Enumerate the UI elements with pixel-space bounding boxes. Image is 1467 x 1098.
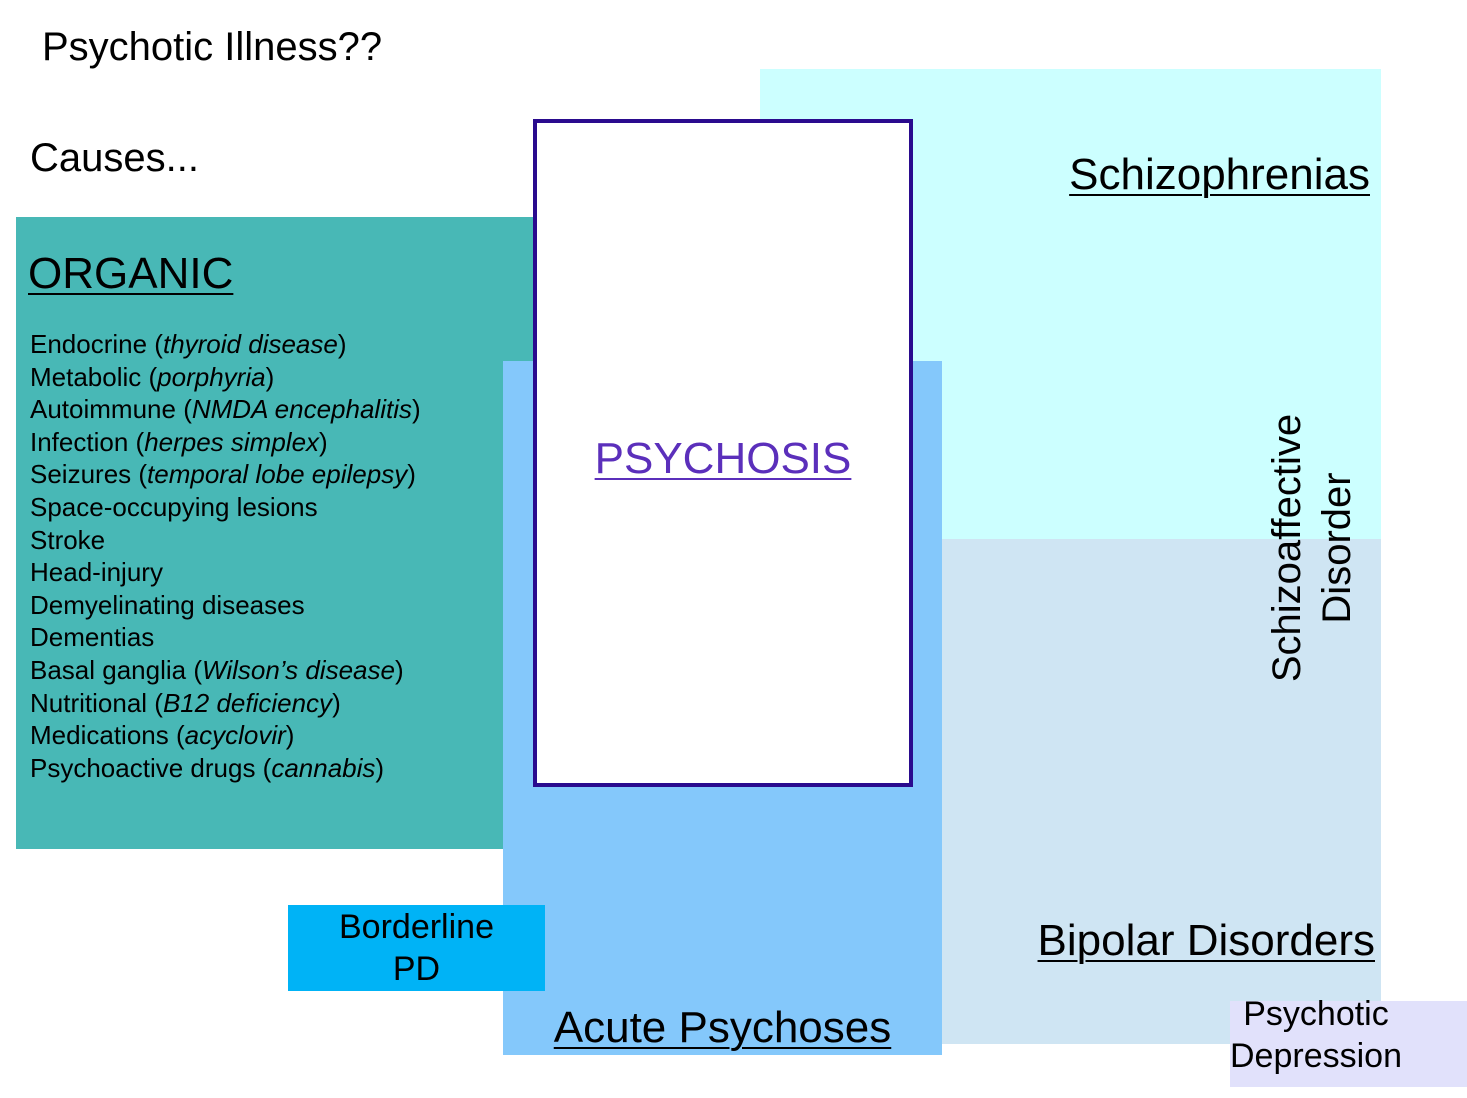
psychosis-label: PSYCHOSIS — [594, 434, 852, 483]
organic-cause-name: Autoimmune — [30, 394, 176, 425]
organic-cause-example: cannabis — [271, 752, 376, 783]
organic-cause-example: acyclovir — [184, 720, 286, 751]
schizoaffective-line1: Schizoaffective — [1265, 413, 1309, 683]
acute-psychoses-label: Acute Psychoses — [553, 1003, 892, 1052]
organic-cause-name: Dementias — [30, 622, 155, 653]
causes-label: Causes... — [30, 136, 199, 180]
organic-cause-name: Head-injury — [30, 557, 163, 588]
organic-cause-name: Infection — [30, 426, 129, 457]
acute-psychoses-label-wrap: Acute Psychoses — [503, 1003, 942, 1053]
psychotic-depression-label: Psychotic Depression — [1200, 993, 1432, 1077]
organic-cause-example: NMDA encephalitis — [191, 394, 412, 425]
organic-cause-example: Wilson’s disease — [202, 654, 395, 685]
organic-cause-example: temporal lobe epilepsy — [147, 459, 408, 490]
organic-causes-list: Endocrine (thyroid disease)Metabolic (po… — [30, 328, 421, 784]
organic-cause-item: Medications (acyclovir) — [30, 720, 295, 751]
organic-cause-example: thyroid disease — [162, 329, 338, 359]
organic-cause-item: Stroke — [30, 524, 421, 557]
organic-cause-example: B12 deficiency — [162, 687, 333, 718]
organic-cause-item: Endocrine (thyroid disease) — [30, 329, 347, 359]
bipolar-label: Bipolar Disorders — [1037, 916, 1375, 965]
schizoaffective-line2: Disorder — [1315, 472, 1359, 624]
borderline-line1: Borderline — [339, 908, 494, 946]
organic-cause-item: Seizures (temporal lobe epilepsy) — [30, 459, 416, 490]
organic-heading: ORGANIC — [28, 249, 234, 298]
bipolar-region — [942, 539, 1381, 1044]
organic-cause-name: Basal ganglia — [30, 654, 187, 685]
organic-cause-name: Medications — [30, 720, 169, 751]
organic-cause-example: porphyria — [157, 361, 266, 392]
organic-cause-example: herpes simplex — [144, 426, 320, 457]
page-title: Psychotic Illness?? — [42, 25, 383, 69]
organic-cause-item: Nutritional (B12 deficiency) — [30, 687, 341, 718]
borderline-line2: PD — [392, 950, 441, 988]
depression-line1: Psychotic — [1243, 995, 1389, 1033]
borderline-pd-box: Borderline PD — [288, 905, 545, 991]
organic-cause-item: Space-occupying lesions — [30, 491, 421, 524]
organic-region — [16, 217, 533, 849]
organic-cause-item: Autoimmune (NMDA encephalitis) — [30, 394, 421, 425]
organic-cause-item: Basal ganglia (Wilson’s disease) — [30, 654, 404, 685]
depression-line2: Depression — [1230, 1037, 1402, 1075]
organic-cause-item: Metabolic (porphyria) — [30, 361, 275, 392]
psychosis-label-wrap: PSYCHOSIS — [533, 434, 913, 484]
organic-cause-item: Psychoactive drugs (cannabis) — [30, 752, 385, 783]
psychotic-depression-box — [1230, 1001, 1467, 1087]
organic-cause-item: Dementias — [30, 621, 421, 654]
organic-cause-name: Stroke — [30, 524, 106, 555]
organic-cause-name: Metabolic — [30, 361, 142, 392]
psychosis-box — [533, 119, 913, 787]
schizophrenias-label: Schizophrenias — [1069, 150, 1370, 199]
organic-cause-item: Infection (herpes simplex) — [30, 426, 328, 457]
organic-cause-name: Space-occupying lesions — [30, 491, 318, 522]
organic-cause-name: Nutritional — [30, 687, 148, 718]
organic-cause-name: Demyelinating diseases — [30, 589, 305, 620]
organic-cause-name: Seizures — [30, 459, 132, 490]
organic-cause-item: Head-injury — [30, 556, 421, 589]
organic-cause-item: Demyelinating diseases — [30, 589, 421, 622]
organic-cause-name: Endocrine — [30, 329, 148, 359]
schizoaffective-label: Schizoaffective Disorder — [1262, 383, 1362, 713]
organic-cause-name: Psychoactive drugs — [30, 752, 256, 783]
